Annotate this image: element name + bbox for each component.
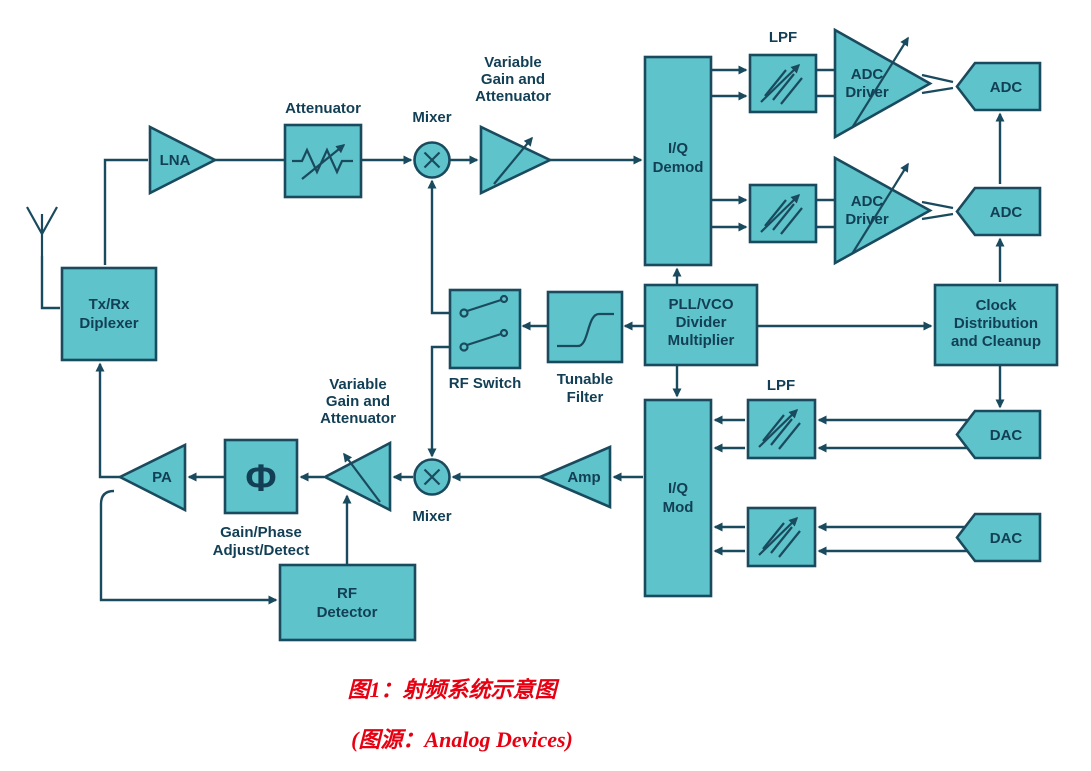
lna-label: LNA bbox=[160, 152, 191, 169]
rf-detector-label-2: Detector bbox=[317, 604, 378, 621]
pll-label-2: Divider bbox=[676, 314, 727, 331]
mixer-rx-x-icon bbox=[423, 151, 441, 169]
lpf-rx-q-block bbox=[748, 183, 818, 244]
tunable-filter-label-1: Tunable bbox=[557, 371, 613, 388]
lpf-rx-label: LPF bbox=[769, 29, 797, 46]
rf-switch-icon bbox=[459, 294, 509, 352]
tunable-filter-block bbox=[546, 290, 624, 364]
clock-block bbox=[933, 283, 1059, 367]
attenuator-arrow-icon bbox=[301, 144, 346, 180]
rf-detector-block bbox=[278, 563, 417, 642]
clock-label-1: Clock bbox=[976, 297, 1018, 314]
vga-tx-arrow-icon bbox=[343, 452, 381, 503]
lpf-tx-q-block bbox=[746, 506, 817, 568]
pa-block bbox=[117, 442, 187, 513]
adc-q-block bbox=[955, 186, 1042, 237]
adc-q-label: ADC bbox=[990, 204, 1023, 221]
attenuator-label: Attenuator bbox=[285, 100, 361, 117]
adc-driver-q-arrow-icon bbox=[851, 162, 909, 255]
pa-label: PA bbox=[152, 469, 172, 486]
vga-rx-label-3: Attenuator bbox=[475, 88, 551, 105]
wire-driver-adc-i2 bbox=[921, 86, 954, 95]
iq-demod-block bbox=[643, 55, 713, 267]
adc-driver-q-block bbox=[833, 155, 933, 266]
dac-q-label: DAC bbox=[990, 530, 1023, 547]
wire-antenna-diplexer bbox=[40, 256, 60, 310]
gain-phase-label-2: Adjust/Detect bbox=[213, 542, 310, 559]
wire-switch-mixer-rx bbox=[427, 179, 455, 315]
amp-label: Amp bbox=[567, 469, 600, 486]
adc-driver-i-label-2: Driver bbox=[845, 84, 889, 101]
tunable-filter-curve-icon bbox=[557, 312, 614, 348]
tunable-filter-label-2: Filter bbox=[567, 389, 604, 406]
vga-tx-label-2: Gain and bbox=[326, 393, 390, 410]
lpf-tx-i-block bbox=[746, 398, 817, 460]
caption: 图1：射频系统示意图 (图源：Analog Devices) bbox=[347, 677, 572, 752]
adc-i-block bbox=[955, 61, 1042, 112]
resistor-icon bbox=[292, 147, 353, 175]
wire-pa-diplexer bbox=[95, 362, 120, 479]
pll-block bbox=[643, 283, 759, 367]
adc-driver-q-label-2: Driver bbox=[845, 211, 889, 228]
wire-coupler-detector bbox=[99, 489, 278, 605]
adc-driver-i-arrow-icon bbox=[851, 36, 909, 129]
rf-switch-label: RF Switch bbox=[449, 375, 522, 392]
connection-wires bbox=[40, 65, 1005, 605]
diplexer-label-2: Diplexer bbox=[79, 315, 138, 332]
diplexer-label-1: Tx/Rx bbox=[89, 296, 131, 313]
vga-tx-label-1: Variable bbox=[329, 376, 387, 393]
wire-diplexer-lna bbox=[103, 158, 148, 265]
vga-rx-label-1: Variable bbox=[484, 54, 542, 71]
vga-rx-block bbox=[479, 124, 554, 196]
vga-tx-block bbox=[322, 440, 392, 513]
vga-rx-arrow-icon bbox=[493, 136, 533, 185]
rf-switch-block bbox=[448, 288, 522, 370]
dac-q-block bbox=[955, 512, 1042, 563]
labels: LNA Attenuator Mixer Variable Gain and A… bbox=[79, 29, 1041, 621]
adc-i-label: ADC bbox=[990, 79, 1023, 96]
iq-mod-label-1: I/Q bbox=[668, 480, 688, 497]
clock-label-3: and Cleanup bbox=[951, 333, 1041, 350]
iq-mod-label-2: Mod bbox=[663, 499, 694, 516]
gain-phase-block bbox=[223, 438, 299, 515]
mixer-rx-label: Mixer bbox=[412, 109, 451, 126]
wire-driver-adc-q1 bbox=[921, 200, 954, 210]
phi-symbol: Φ bbox=[245, 458, 276, 500]
blocks bbox=[26, 27, 1059, 642]
amp-block bbox=[536, 445, 612, 509]
diplexer-block bbox=[60, 266, 158, 362]
dac-i-block bbox=[955, 409, 1042, 460]
rf-detector-label-1: RF bbox=[337, 585, 357, 602]
vga-tx-label-3: Attenuator bbox=[320, 410, 396, 427]
wire-switch-mixer-tx bbox=[427, 345, 455, 458]
vga-rx-label-2: Gain and bbox=[481, 71, 545, 88]
wire-driver-adc-q2 bbox=[921, 212, 954, 221]
iq-mod-block bbox=[643, 398, 713, 598]
caption-source: (图源：Analog Devices) bbox=[351, 727, 573, 752]
adc-driver-q-label-1: ADC bbox=[851, 193, 884, 210]
antenna-icon bbox=[26, 206, 58, 256]
pll-label-1: PLL/VCO bbox=[668, 296, 733, 313]
wire-driver-adc-i1 bbox=[921, 73, 954, 84]
dac-i-label: DAC bbox=[990, 427, 1023, 444]
mixer-tx-x-icon bbox=[423, 468, 441, 486]
pll-label-3: Multiplier bbox=[668, 332, 735, 349]
gain-phase-label-1: Gain/Phase bbox=[220, 524, 302, 541]
mixer-tx-label: Mixer bbox=[412, 508, 451, 525]
iq-demod-label-1: I/Q bbox=[668, 140, 688, 157]
lpf-rx-i-block bbox=[748, 53, 818, 114]
lpf-tx-label: LPF bbox=[767, 377, 795, 394]
adc-driver-i-label-1: ADC bbox=[851, 66, 884, 83]
adc-driver-i-block bbox=[833, 27, 933, 140]
iq-demod-label-2: Demod bbox=[653, 159, 704, 176]
lna-block bbox=[148, 124, 218, 196]
caption-title: 图1：射频系统示意图 bbox=[347, 677, 560, 702]
clock-label-2: Distribution bbox=[954, 315, 1038, 332]
